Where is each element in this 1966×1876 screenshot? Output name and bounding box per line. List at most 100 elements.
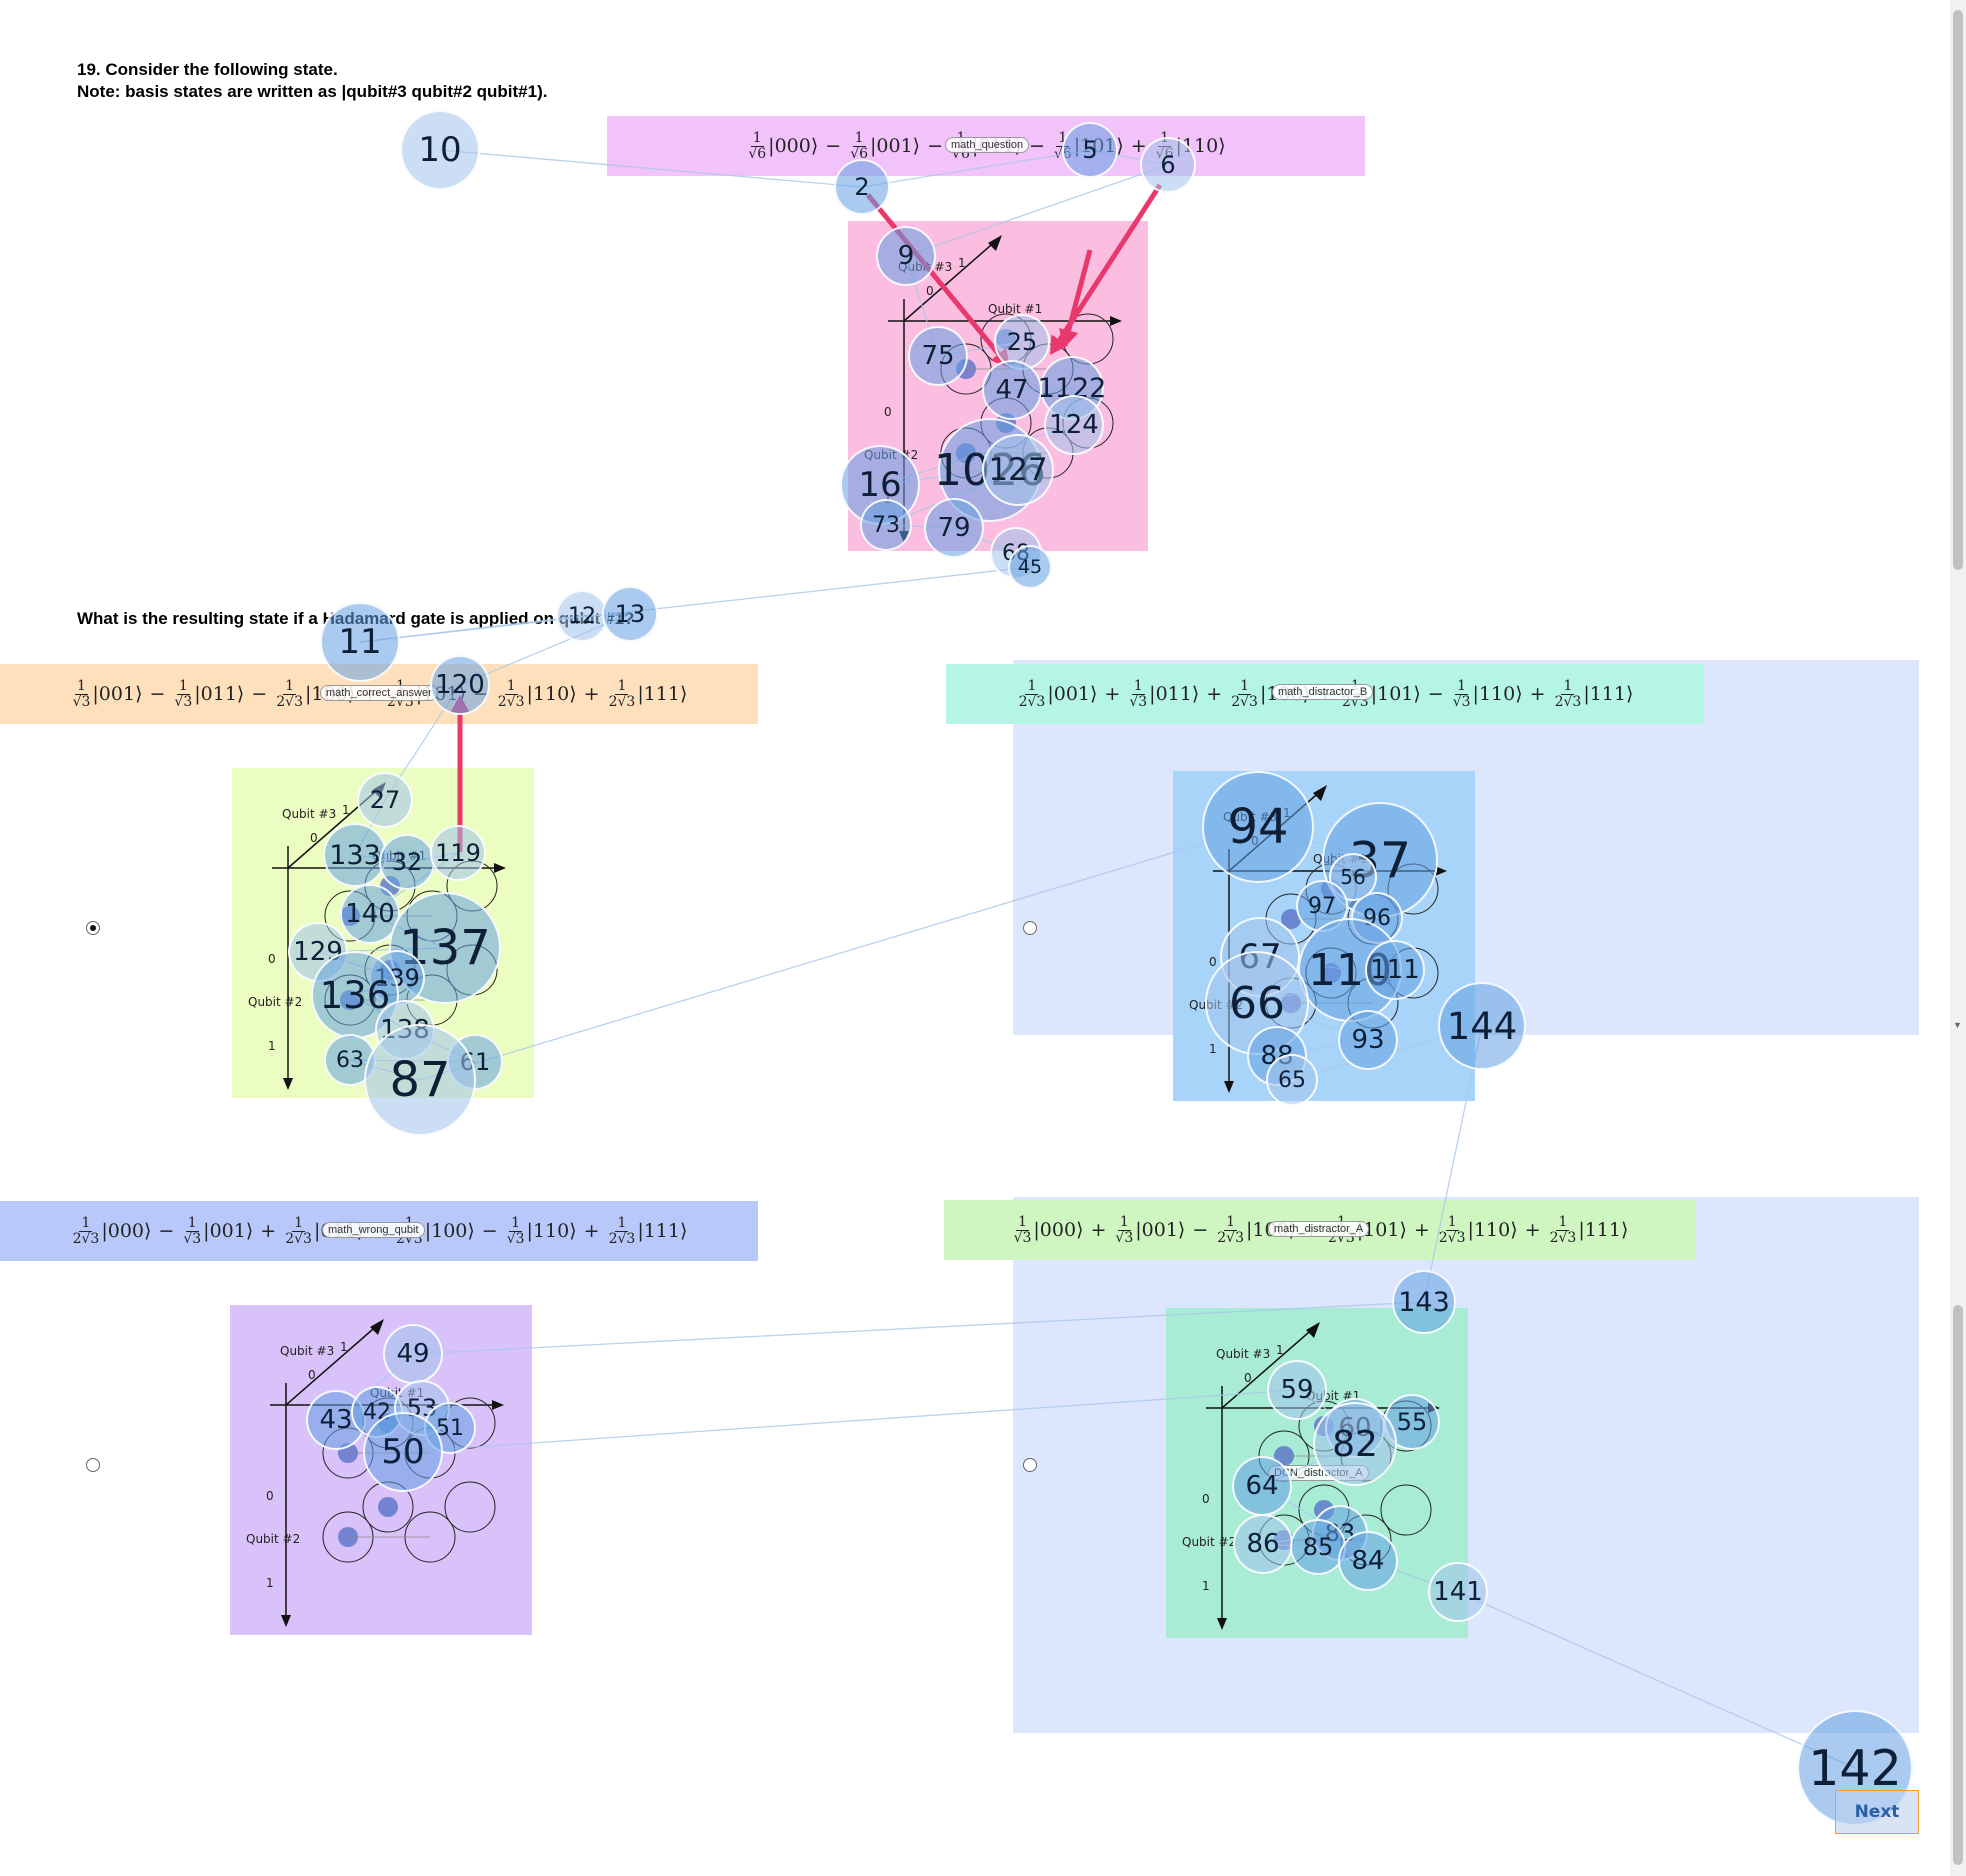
equation-term: 1√3|000⟩ (1013, 1213, 1084, 1246)
question-text: 19. Consider the following state. Note: … (77, 59, 547, 103)
qubit3-axis (1228, 788, 1324, 872)
tick-label: 0 (884, 405, 892, 419)
scroll-down-arrow-icon[interactable]: ▼ (1953, 1020, 1962, 1030)
correct-math-tag: math_correct_answer (320, 685, 438, 701)
tick-label: 0 (310, 831, 318, 845)
amplitude-disc (378, 1497, 398, 1517)
axis-arrow-icon (988, 235, 1002, 251)
basis-state-circle (446, 944, 498, 996)
circle-notation-svg: Qubit #3 Qubit #2 Qubit #1 0 1 0 1 (1189, 785, 1447, 1093)
tick-label: 1 (1202, 1579, 1210, 1593)
qubit1-label: Qubit #1 (1313, 852, 1367, 866)
tick-label: 1 (342, 803, 350, 817)
next-button[interactable]: Next (1835, 1790, 1919, 1834)
equation-term: 1√3|110⟩ (506, 1214, 577, 1247)
tick-label: 1 (1209, 1042, 1217, 1056)
equation-sign: + (1413, 1219, 1430, 1241)
tick-label: 0 (308, 1368, 316, 1382)
qubit1-label: Qubit #1 (1306, 1389, 1360, 1403)
tick-label: 0 (266, 1489, 274, 1503)
axis-arrow-icon (1217, 1618, 1227, 1630)
qubit2-label: Qubit #2 (246, 1532, 300, 1546)
answer-b-radio[interactable] (1023, 921, 1037, 935)
answer-d-radio[interactable] (1023, 1458, 1037, 1472)
equation-term: 1√3|011⟩ (1129, 677, 1200, 710)
scrollbar-thumb-lower[interactable] (1953, 1305, 1963, 1865)
qubit3-axis (1221, 1325, 1317, 1409)
equation-sign: + (583, 1220, 600, 1242)
qubit3-axis (285, 1322, 381, 1406)
axis-arrow-icon (1306, 1322, 1320, 1338)
tick-label: 1 (268, 1039, 276, 1053)
qubit2-label: Qubit #2 (1189, 998, 1243, 1012)
axis-arrow-icon (1313, 785, 1327, 801)
qubit3-axis (903, 238, 999, 322)
equation-sign: − (1028, 135, 1045, 157)
axis-arrow-icon (1428, 1403, 1440, 1413)
answer-c-radio[interactable] (86, 1458, 100, 1472)
saccade-line (1015, 552, 1031, 568)
equation-sign: − (1427, 683, 1444, 705)
distractor-b-math-tag: math_distractor_B (1272, 684, 1374, 700)
amplitude-disc (1321, 963, 1341, 983)
equation-sign: + (1524, 1219, 1541, 1241)
fixation-bubble: 10 (400, 110, 480, 190)
tick-label: 0 (926, 284, 934, 298)
question-prompt: What is the resulting state if a Hadamar… (77, 609, 635, 628)
equation-term: 1√6|110⟩ (1155, 129, 1226, 162)
dcn-distractor-a-tag: DCN_distractor_A (1268, 1465, 1369, 1481)
amplitude-disc (1321, 879, 1341, 899)
answer-b-circle-diagram: Qubit #3 Qubit #2 Qubit #1 0 1 0 1 (1173, 771, 1475, 1101)
equation-sign: + (1104, 683, 1121, 705)
equation-sign: − (927, 135, 944, 157)
qubit3-label: Qubit #3 (282, 807, 336, 821)
amplitude-disc (1314, 1416, 1334, 1436)
amplitude-disc (1314, 1500, 1334, 1520)
qubit3-label: Qubit #3 (898, 260, 952, 274)
qubit1-label: Qubit #1 (370, 1386, 424, 1400)
qubit2-label: Qubit #2 (864, 448, 918, 462)
axis-arrow-icon (370, 1319, 384, 1335)
tick-label: 1 (1283, 806, 1291, 820)
tick-label: 1 (340, 1340, 348, 1354)
scrollbar-thumb[interactable] (1953, 10, 1963, 570)
qubit1-label: Qubit #1 (372, 849, 426, 863)
tick-label: 0 (268, 952, 276, 966)
qubit2-label: Qubit #2 (248, 995, 302, 1009)
axis-arrow-icon (899, 531, 909, 543)
scrollbar[interactable]: ▼ (1950, 0, 1966, 1876)
equation-sign: − (251, 683, 268, 705)
basis-state-circle (1387, 947, 1439, 999)
equation-sign: − (825, 135, 842, 157)
tick-label: 1 (266, 1576, 274, 1590)
equation-term: 1√6|101⟩ (1053, 129, 1124, 162)
qubit3-label: Qubit #3 (1223, 810, 1277, 824)
qubit3-label: Qubit #3 (1216, 1347, 1270, 1361)
tick-label: 1 (1276, 1343, 1284, 1357)
amplitude-disc (996, 329, 1016, 349)
equation-sign: − (481, 1220, 498, 1242)
tick-label: 0 (1251, 834, 1259, 848)
basis-state-circle (1380, 1484, 1432, 1536)
fixation-bubble: 45 (1008, 545, 1052, 589)
equation-sign: + (1529, 683, 1546, 705)
question-note: Note: basis states are written as |qubit… (77, 82, 548, 101)
equation-term: 1√3|001⟩ (72, 677, 143, 710)
wrong-qubit-math-tag: math_wrong_qubit (322, 1222, 425, 1238)
question-line1: 19. Consider the following state. (77, 60, 338, 79)
equation-term: 1√3|001⟩ (183, 1214, 254, 1247)
equation-term: 1√3|011⟩ (174, 677, 245, 710)
axis-arrow-icon (492, 1400, 504, 1410)
tick-label: 0 (1209, 955, 1217, 969)
tick-label: 0 (1244, 1371, 1252, 1385)
answer-a-radio[interactable] (86, 921, 100, 935)
qubit1-label: Qubit #1 (988, 302, 1042, 316)
